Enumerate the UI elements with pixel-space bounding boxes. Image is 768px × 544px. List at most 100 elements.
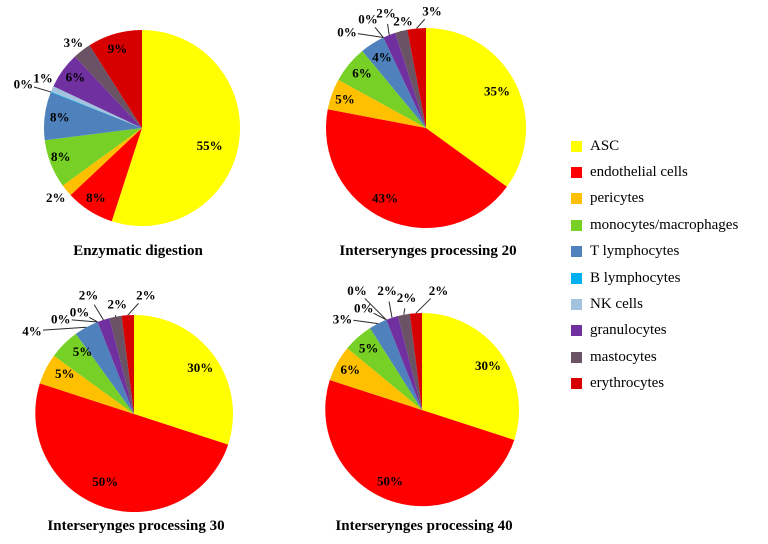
slice-monocytes-macrophages bbox=[44, 128, 142, 186]
label-leader-line bbox=[364, 298, 387, 321]
slice-percent-label: 4% bbox=[372, 50, 392, 65]
legend-label: ASC bbox=[590, 137, 620, 154]
slice-monocytes-macrophages bbox=[347, 328, 422, 410]
slice-pericytes bbox=[329, 348, 422, 410]
slice-endothelial-cells bbox=[35, 383, 229, 513]
slice-percent-label: 5% bbox=[359, 340, 379, 355]
slice-mastocytes bbox=[395, 29, 426, 128]
label-leader-line bbox=[71, 319, 98, 323]
slice-asc bbox=[422, 313, 519, 440]
label-leader-line bbox=[42, 326, 87, 331]
legend-item-granulocytes: granulocytes bbox=[571, 318, 738, 344]
slice-percent-label: 2% bbox=[429, 283, 449, 298]
slice-erythrocytes bbox=[89, 30, 142, 128]
slice-percent-label: 3% bbox=[64, 35, 84, 50]
label-leader-line bbox=[388, 301, 393, 318]
slice-percent-label: 6% bbox=[352, 66, 372, 81]
slice-percent-label: 2% bbox=[397, 290, 417, 305]
slice-percent-label: 9% bbox=[108, 41, 128, 56]
legend-swatch-icon bbox=[571, 351, 582, 363]
slice-endothelial-cells bbox=[325, 109, 507, 229]
slice-percent-label: 35% bbox=[484, 84, 510, 99]
slice-percent-label: 2% bbox=[376, 6, 396, 21]
slice-monocytes-macrophages bbox=[53, 333, 134, 414]
slice-percent-label: 30% bbox=[187, 360, 213, 375]
legend-label: mastocytes bbox=[590, 348, 657, 365]
legend-label: granulocytes bbox=[590, 322, 667, 339]
legend-item-nk-cells: NK cells bbox=[571, 291, 738, 317]
slice-mastocytes bbox=[397, 313, 422, 410]
label-leader-line bbox=[387, 23, 390, 36]
slice-percent-label: 4% bbox=[22, 323, 42, 338]
slice-granulocytes bbox=[386, 316, 422, 410]
slice-t-lymphocytes bbox=[43, 91, 142, 141]
slice-percent-label: 2% bbox=[46, 190, 66, 205]
slice-monocytes-macrophages bbox=[338, 50, 426, 129]
slice-percent-label: 0% bbox=[358, 12, 378, 27]
pie-chart-2: 30%50%5%5%4%0%0%2%2%2% bbox=[22, 288, 233, 513]
legend-label: endothelial cells bbox=[590, 164, 688, 181]
slice-granulocytes bbox=[53, 56, 142, 129]
slice-percent-label: 0% bbox=[70, 305, 90, 320]
pie-chart-1: 35%43%5%6%4%0%0%2%2%3% bbox=[325, 4, 526, 229]
slice-pericytes bbox=[327, 79, 426, 128]
slice-percent-label: 55% bbox=[197, 138, 223, 153]
chart-title-interserynges-processing-20: Interserynges processing 20 bbox=[339, 243, 517, 259]
slice-percent-label: 0% bbox=[354, 301, 374, 316]
label-leader-line bbox=[33, 86, 52, 93]
legend-item-t-lymphocytes: T lymphocytes bbox=[571, 239, 738, 265]
slice-percent-label: 2% bbox=[107, 297, 127, 312]
slice-erythrocytes bbox=[121, 315, 134, 414]
slice-percent-label: 0% bbox=[14, 76, 34, 91]
slice-nk-cells bbox=[50, 86, 142, 128]
slice-percent-label: 8% bbox=[86, 190, 106, 205]
legend-swatch-icon bbox=[571, 272, 582, 284]
legend-swatch-icon bbox=[571, 167, 582, 179]
slice-pericytes bbox=[39, 355, 134, 414]
label-leader-line bbox=[416, 18, 426, 29]
slice-percent-label: 43% bbox=[372, 191, 398, 206]
label-leader-line bbox=[374, 27, 384, 38]
label-leader-line bbox=[88, 316, 98, 323]
legend-swatch-icon bbox=[571, 378, 582, 390]
slice-t-lymphocytes bbox=[362, 37, 426, 128]
slice-granulocytes bbox=[383, 32, 426, 128]
legend-label: T lymphocytes bbox=[590, 243, 680, 260]
legend-item-endothelial-cells: endothelial cells bbox=[571, 159, 738, 185]
slice-percent-label: 30% bbox=[475, 358, 501, 373]
chart-title-interserynges-processing-40: Interserynges processing 40 bbox=[335, 518, 513, 534]
slice-asc bbox=[426, 28, 526, 187]
label-leader-line bbox=[93, 304, 104, 321]
legend-swatch-icon bbox=[571, 193, 582, 205]
slice-mastocytes bbox=[74, 45, 142, 129]
slice-percent-label: 8% bbox=[51, 149, 71, 164]
slice-asc bbox=[134, 315, 233, 445]
chart-title-interserynges-processing-30: Interserynges processing 30 bbox=[47, 518, 225, 534]
legend-label: B lymphocytes bbox=[590, 269, 681, 286]
slice-percent-label: 2% bbox=[79, 288, 99, 303]
pie-chart-3: 30%50%6%5%3%0%0%2%2%2% bbox=[325, 283, 519, 507]
slice-percent-label: 2% bbox=[393, 14, 413, 29]
slice-percent-label: 50% bbox=[377, 473, 403, 488]
legend-swatch-icon bbox=[571, 140, 582, 152]
slice-percent-label: 2% bbox=[136, 288, 156, 303]
slice-percent-label: 0% bbox=[347, 283, 367, 298]
label-leader-line bbox=[415, 298, 432, 314]
slice-percent-label: 50% bbox=[92, 474, 118, 489]
slice-percent-label: 5% bbox=[335, 92, 355, 107]
slice-percent-label: 5% bbox=[55, 366, 75, 381]
legend-item-b-lymphocytes: B lymphocytes bbox=[571, 265, 738, 291]
label-leader-line bbox=[373, 312, 387, 321]
slice-t-lymphocytes bbox=[75, 321, 134, 414]
slice-endothelial-cells bbox=[70, 128, 142, 222]
slice-endothelial-cells bbox=[325, 380, 515, 507]
label-leader-line bbox=[127, 303, 139, 316]
legend-label: pericytes bbox=[590, 190, 645, 207]
slice-asc bbox=[111, 29, 241, 227]
slice-percent-label: 0% bbox=[337, 25, 357, 40]
label-leader-line bbox=[353, 319, 379, 325]
legend-item-asc: ASC bbox=[571, 133, 738, 159]
